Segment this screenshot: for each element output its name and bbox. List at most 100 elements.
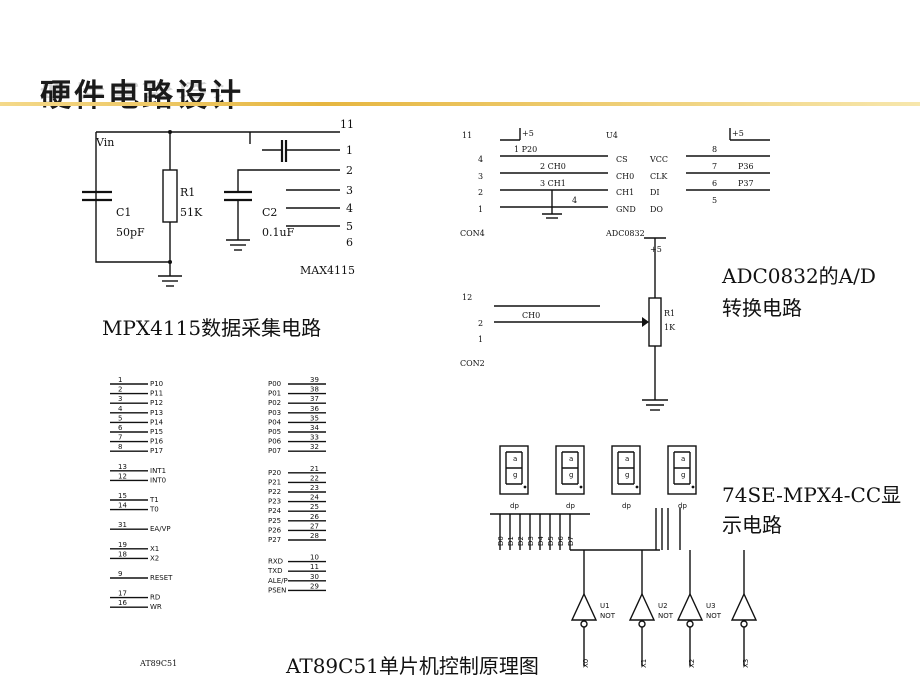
- mcu-right-pin-number: 23: [310, 484, 319, 492]
- mcu-left-pin-name: WR: [150, 603, 162, 611]
- mcu-left-pin-number: 6: [118, 424, 123, 432]
- mcu-left-pin-number: 19: [118, 541, 127, 549]
- mcu-left-pin-name: INT1: [150, 467, 166, 475]
- not-gate-bubble: [686, 620, 694, 628]
- mcu-right-pin-number: 35: [310, 414, 319, 422]
- adc-connector-label: CON4: [460, 229, 485, 238]
- mpx-chip-label: MAX4115: [300, 264, 355, 277]
- mcu-left-pin-number: 5: [118, 414, 122, 422]
- mcu-right-pin-number: 21: [310, 465, 319, 473]
- mcu-left-pin-name: P10: [150, 380, 163, 388]
- gate-type-label: NOT: [600, 612, 616, 620]
- gate-type-label: NOT: [706, 612, 722, 620]
- seven-seg-segments: [561, 451, 579, 485]
- mcu-right-pin-name: P00: [268, 380, 281, 388]
- segment-label: dp: [510, 502, 519, 510]
- segment-label: a: [513, 455, 517, 463]
- segment-label: a: [569, 455, 573, 463]
- mcu-right-pin-name: P25: [268, 517, 281, 525]
- mcu-left-pin-name: RESET: [150, 574, 173, 582]
- mcu-right-pin-name: P07: [268, 447, 281, 455]
- decimal-point: [523, 485, 527, 489]
- display-data-label: D5: [547, 536, 555, 546]
- mcu-left-pin-name: P16: [150, 438, 164, 446]
- not-gate: [676, 592, 704, 621]
- mcu-left-pin-number: 13: [118, 463, 127, 471]
- c2-value: 0.1uF: [262, 226, 295, 239]
- mcu-right-pin-number: 11: [310, 563, 319, 571]
- mcu-left-pin-number: 9: [118, 570, 122, 578]
- mcu-right-pin-number: 39: [310, 376, 319, 384]
- segment-label: g: [569, 471, 573, 479]
- mpx-pin-2: 2: [346, 164, 353, 177]
- segment-label: dp: [622, 502, 631, 510]
- con2-label: CON2: [460, 359, 485, 368]
- decimal-point: [579, 485, 583, 489]
- mcu-right-pin-name: P26: [268, 526, 282, 534]
- not-gate-bubble: [638, 620, 646, 628]
- adc-chip-pin-ch0: CH0: [616, 172, 634, 181]
- mcu-right-pin-name: P21: [268, 478, 281, 486]
- adc-net-p37: P37: [738, 179, 754, 188]
- ch0-net-label: CH0: [522, 311, 540, 320]
- mcu-right-pin-number: 26: [310, 513, 319, 521]
- mpx-pin-4: 4: [346, 202, 353, 215]
- mcu-right-pin-name: P03: [268, 409, 281, 417]
- adc-chip-pin-vcc: VCC: [649, 155, 668, 164]
- mcu-right-pin-number: 34: [310, 424, 319, 432]
- adc-con-pin-3: 3: [478, 172, 483, 181]
- mcu-left-pin-name: P12: [150, 399, 163, 407]
- adc-vcc-left: +5: [522, 129, 534, 138]
- mcu-left-pin-number: 1: [118, 376, 122, 384]
- mcu-left-pin-number: 15: [118, 492, 127, 500]
- vin-label: Vin: [95, 136, 114, 149]
- adc-chip-name: ADC0832: [605, 229, 645, 238]
- adc-right-num-8: 8: [712, 145, 717, 154]
- c1-label: C1: [116, 206, 131, 219]
- mcu-left-pin-name: P17: [150, 447, 163, 455]
- adc-chip-pin-do: DO: [650, 205, 663, 214]
- mcu-right-pin-name: P27: [268, 536, 281, 544]
- mcu-right-pin-number: 25: [310, 503, 319, 511]
- mcu-left-pin-number: 3: [118, 395, 122, 403]
- adc-left-pin-1: 1 P20: [514, 145, 537, 154]
- mcu-right-pin-number: 10: [310, 554, 319, 562]
- mcu-right-pin-name: P22: [268, 488, 281, 496]
- adc-right-num-5: 5: [712, 196, 717, 205]
- mcu-left-pin-name: INT0: [150, 476, 166, 484]
- adc-chip-pin-gnd: GND: [616, 205, 636, 214]
- mpx-pin-3: 3: [346, 184, 353, 197]
- adc-chip-pin-clk: CLK: [650, 172, 668, 181]
- mcu-left-pin-number: 2: [118, 386, 122, 394]
- mcu-right-pin-name: P05: [268, 428, 281, 436]
- pot-vcc: +5: [650, 245, 662, 254]
- gate-label: U2: [658, 602, 668, 610]
- decimal-point: [635, 485, 639, 489]
- mcu-chip-name: AT89C51: [139, 659, 177, 668]
- mcu-right-pin-name: P20: [268, 469, 281, 477]
- mcu-left-pin-number: 16: [118, 599, 127, 607]
- adc-schematic: 11 4 3 2 1 CON4 +5 1 P20 2 CH0 3 CH1 4 U…: [460, 128, 770, 411]
- adc-net-p36: P36: [738, 162, 754, 171]
- c1-value: 50pF: [116, 226, 145, 239]
- seven-seg-segments: [505, 451, 523, 485]
- gate-label: U3: [706, 602, 716, 610]
- gate-output-label: X3: [742, 659, 750, 668]
- mcu-right-pin-number: 24: [310, 494, 319, 502]
- segment-label: g: [513, 471, 517, 479]
- segment-label: dp: [566, 502, 575, 510]
- mcu-right-pin-number: 27: [310, 522, 319, 530]
- r1-label: R1: [180, 186, 195, 199]
- mcu-left-pin-name: EA/VP: [150, 525, 171, 533]
- display-data-label: D6: [557, 536, 565, 546]
- slide-title: 硬件电路设计: [40, 78, 244, 114]
- seven-seg-digit: [667, 445, 697, 495]
- r1-value: 51K: [180, 206, 203, 219]
- mcu-right-pin-name: P04: [268, 418, 282, 426]
- mcu-left-pin-name: P13: [150, 409, 163, 417]
- mcu-left-pin-number: 14: [118, 502, 127, 510]
- gate-output-label: X1: [640, 659, 648, 668]
